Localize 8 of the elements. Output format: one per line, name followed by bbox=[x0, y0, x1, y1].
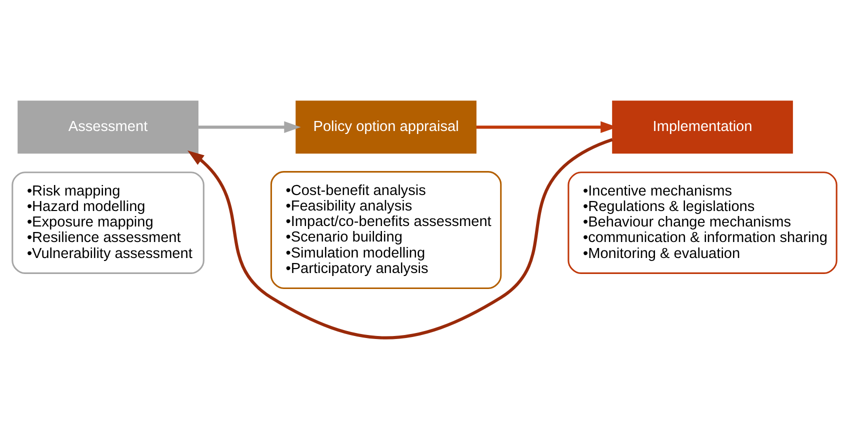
node-box: •Incentive mechanisms •Regulations & legislations •Behaviour change mechanisms •communication & information sharing •Monitoring & evaluation bbox=[568, 172, 838, 274]
node-box: •Risk mapping •Hazard modelling •Exposure mapping •Resilience assessment •Vulnerability assessment bbox=[12, 172, 204, 274]
node-box: •Cost-benefit analysis •Feasibility analysis •Impact/co-benefits assessment •Scenario building •Simulation modelling •Participatory analysis bbox=[270, 171, 502, 290]
arrow bbox=[198, 121, 301, 133]
arrow bbox=[188, 138, 613, 340]
node-box: Implementation bbox=[612, 100, 793, 154]
node-box: Policy option appraisal bbox=[296, 100, 476, 154]
node-box: Assessment bbox=[18, 100, 198, 154]
